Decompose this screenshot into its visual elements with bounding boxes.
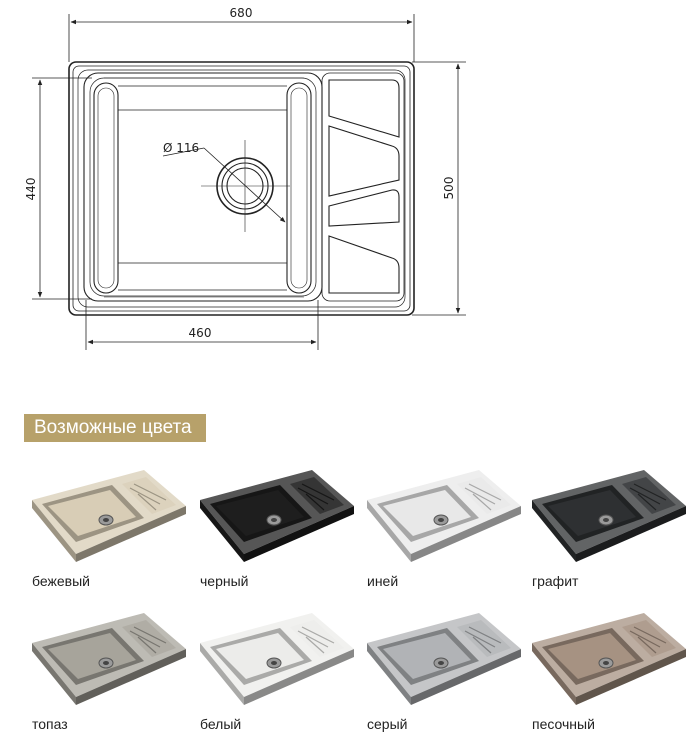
dimension-bottom: 460: [85, 300, 319, 350]
colors-section-title: Возможные цвета: [24, 414, 206, 442]
color-name: песочный: [532, 716, 595, 732]
sink-outline: [68, 61, 415, 316]
color-swatch-5: топаз: [26, 605, 191, 733]
dimension-top: 680: [68, 6, 415, 62]
color-name: черный: [200, 573, 249, 589]
sink-render: [32, 613, 186, 705]
dimension-left: 440: [24, 77, 92, 300]
drainboard: [321, 72, 405, 302]
color-swatch-6: белый: [194, 605, 359, 733]
dimension-top-label: 680: [230, 6, 253, 20]
sink-render: [200, 470, 354, 562]
color-name: белый: [200, 716, 242, 732]
sink-render: [367, 613, 521, 705]
dimension-bottom-label: 460: [189, 326, 212, 340]
sink-technical-drawing: 680 440 500 460: [24, 6, 466, 350]
color-name: топаз: [32, 716, 68, 732]
sink-render: [32, 470, 186, 562]
color-name: бежевый: [32, 573, 90, 589]
drain-diameter-label: Ø 116: [163, 141, 199, 155]
drain-hole: [162, 140, 290, 232]
color-swatch-8: песочный: [526, 605, 689, 733]
sink-render: [532, 613, 686, 705]
color-swatch-3: иней: [361, 462, 526, 590]
dimension-right: 500: [412, 61, 466, 316]
color-name: графит: [532, 573, 579, 589]
color-swatch-7: серый: [361, 605, 526, 733]
sink-render: [200, 613, 354, 705]
color-name: иней: [367, 573, 399, 589]
sink-render: [532, 470, 686, 562]
sink-bowl: [83, 72, 323, 302]
dimension-left-label: 440: [24, 178, 38, 201]
dimension-right-label: 500: [442, 177, 456, 200]
color-swatch-2: черный: [194, 462, 359, 590]
color-swatch-1: бежевый: [26, 462, 191, 590]
color-name: серый: [367, 716, 408, 732]
color-swatch-4: графит: [526, 462, 689, 590]
sink-render: [367, 470, 521, 562]
